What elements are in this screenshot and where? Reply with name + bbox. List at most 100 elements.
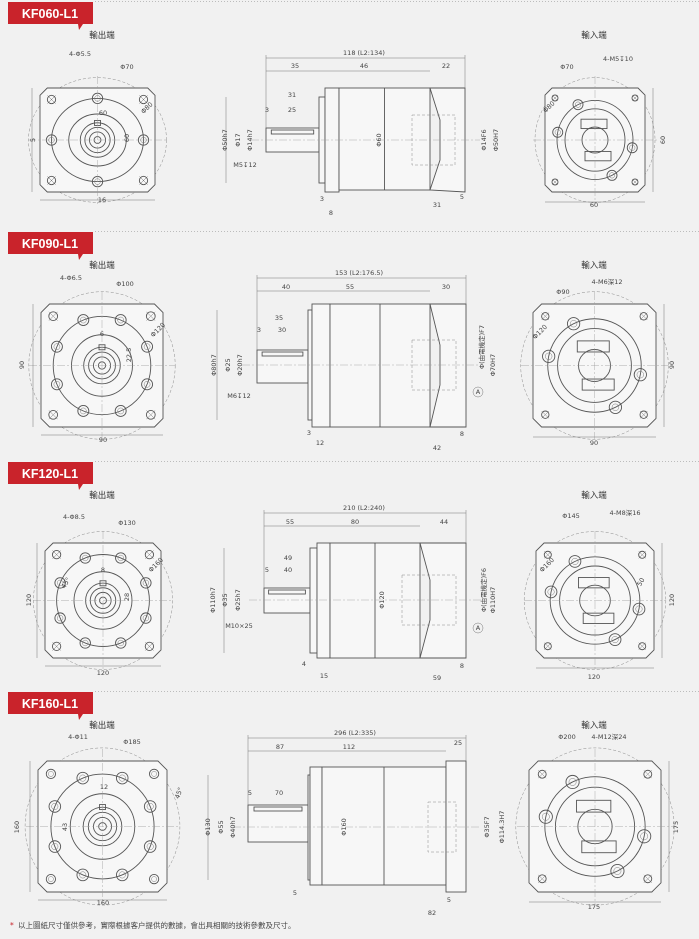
bolt-hole <box>626 142 638 154</box>
dimension-label: A <box>476 624 481 632</box>
bolt-hole <box>551 178 559 186</box>
dimension-label: 80 <box>351 518 359 526</box>
bolt-hole <box>145 409 156 420</box>
bolt-hole-inner <box>547 588 555 596</box>
bolt-hole-inner <box>611 403 620 411</box>
dimension-label: Φ14h7 <box>246 129 254 151</box>
dimension-label: 8 <box>460 662 464 670</box>
dimension-label: Φ110h7 <box>209 587 217 613</box>
clamp-slot <box>580 118 608 130</box>
hole-cross <box>48 311 58 321</box>
hole-cross <box>639 410 648 419</box>
dimension-label: 35 <box>291 62 299 70</box>
bolt-hole <box>643 874 653 884</box>
bolt-hole <box>138 94 149 105</box>
footnote-asterisk: * <box>10 921 14 930</box>
dimension-label: 44 <box>440 518 448 526</box>
hole-cross <box>538 874 547 883</box>
dimension-label: 5 <box>29 138 37 142</box>
dimension-label: 25 <box>288 106 296 114</box>
bolt-hole <box>45 874 56 885</box>
clamp-slot <box>581 378 615 391</box>
bolt-hole-inner <box>118 774 126 782</box>
bolt-hole <box>143 840 157 853</box>
clamp-slot <box>582 612 615 624</box>
bolt-hole-inner <box>117 639 124 647</box>
dimension-label: 22.5 <box>125 348 133 362</box>
dimension-label: Φ17 <box>234 133 242 146</box>
dimension-label: 4-M8深16 <box>610 508 641 517</box>
bolt-hole <box>572 99 584 111</box>
dimension-label: 4-Φ11 <box>68 733 88 741</box>
hole-cross <box>541 410 550 419</box>
bolt-hole <box>541 410 550 419</box>
dimension-label: 160 <box>13 821 21 833</box>
bolt-hole <box>639 312 648 321</box>
pcd-circle <box>24 747 181 906</box>
model-section: KF160-L1輸出端輸入端4-Φ11Φ18545°1243160160296 … <box>8 691 699 917</box>
hole-cross <box>639 312 648 321</box>
dimension-label: 16 <box>98 196 106 204</box>
bolt-hole-inner <box>571 557 579 565</box>
dimension-label: 49 <box>284 554 292 562</box>
dimension-label: 5 <box>460 193 464 201</box>
dimension-label: 15 <box>320 672 328 680</box>
dimension-label: 12 <box>316 439 324 447</box>
hole-cross <box>145 642 154 651</box>
model-sections: KF060-L1輸出端輸入端4-Φ5.5Φ70Φ806060516118 (L2… <box>8 1 699 917</box>
bolt-hole <box>544 585 558 599</box>
input-end-label: 輸入端 <box>581 720 607 731</box>
dimension-label: 45° <box>173 786 184 800</box>
model-name: KF090-L1 <box>22 237 78 251</box>
dimension-label: 210 (L2:240) <box>343 504 385 512</box>
hole-cross <box>631 178 639 186</box>
bolt-hole-inner <box>57 614 64 622</box>
dimension-label: 3 <box>265 106 269 114</box>
dimension-label: 87 <box>276 743 284 751</box>
bolt-hole <box>115 637 127 649</box>
bolt-hole <box>537 769 547 779</box>
dimension-label: Φ160 <box>340 818 348 836</box>
model-badge <box>8 692 93 720</box>
hole-cross <box>52 642 61 651</box>
bolt-hole <box>543 550 552 559</box>
bolt-hole-inner <box>143 381 151 388</box>
bolt-hole <box>145 311 156 322</box>
bolt-hole <box>77 405 90 417</box>
dimension-label: 28 <box>123 593 131 601</box>
bolt-hole <box>114 314 127 326</box>
output-shaft <box>263 587 311 614</box>
dimension-label: 4-M12深24 <box>591 732 626 741</box>
output-end-label: 輸出端 <box>89 260 115 271</box>
clamp-slot <box>584 150 612 162</box>
dimension-label: 4-Φ8.5 <box>63 513 85 521</box>
dimension-label: 8 <box>460 430 464 438</box>
bolt-hole-inner <box>146 843 154 850</box>
dimension-label: 59 <box>433 674 441 682</box>
dimension-label: Φ145 <box>562 512 580 520</box>
datum-circle <box>472 386 484 398</box>
bolt-hole-inner <box>48 771 54 777</box>
dimension-label: 5 <box>447 896 451 904</box>
dimension-label: 175 <box>588 903 600 911</box>
bolt-hole <box>537 874 547 884</box>
bolt-hole <box>140 577 152 589</box>
input-adapter <box>419 542 467 659</box>
dimension-label: 8 <box>101 566 105 574</box>
hole-cross <box>631 94 639 102</box>
dimension-label: 70 <box>275 789 283 797</box>
dimension-label: 50 <box>635 576 646 587</box>
bolt-hole <box>610 863 625 879</box>
model-name: KF120-L1 <box>22 467 78 481</box>
dimension-label: 120 <box>668 594 676 606</box>
bolt-hole-inner <box>575 101 582 108</box>
bolt-hole-inner <box>117 554 124 562</box>
dimension-label: Φ70 <box>120 63 133 71</box>
output-end-label: 輸出端 <box>89 720 115 731</box>
bolt-hole-inner <box>629 144 636 151</box>
shaft-key <box>270 129 315 135</box>
